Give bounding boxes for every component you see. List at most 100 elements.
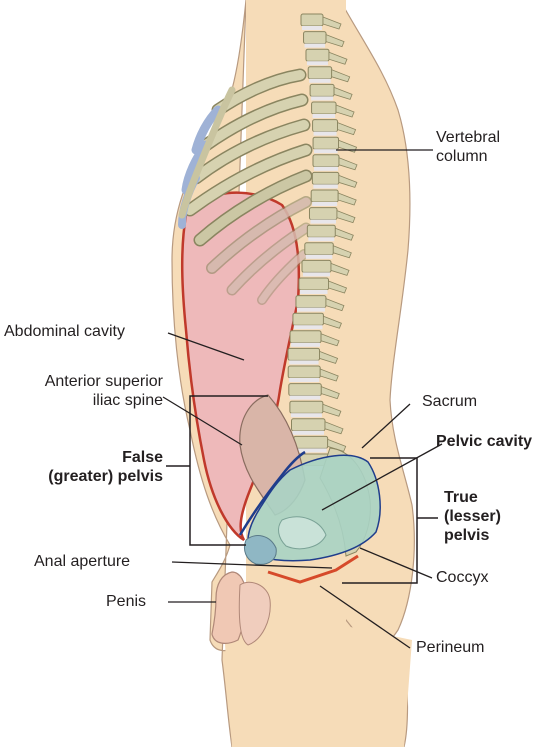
spinous-process	[320, 386, 340, 400]
label-penis: Penis	[106, 593, 147, 610]
label-vertebral-line1: Vertebral	[436, 129, 501, 146]
leader-abdominal	[167, 332, 245, 361]
spinous-process	[320, 333, 340, 347]
label-vertebral-line2: column	[436, 148, 488, 165]
spinous-process	[333, 86, 353, 100]
label-asis-line1: Anterior superior	[44, 373, 163, 390]
thigh	[222, 600, 412, 747]
vertebral-body	[304, 242, 334, 256]
intervertebral-disc	[312, 114, 336, 118]
spinous-process	[328, 51, 348, 65]
leader-asis	[162, 396, 243, 446]
spinous-process	[338, 139, 358, 153]
sternum	[178, 86, 236, 219]
intervertebral-disc	[312, 202, 338, 206]
spinous-process	[337, 192, 357, 206]
intervertebral-disc	[300, 290, 328, 294]
label-asis-line2: iliac spine	[92, 392, 163, 409]
false-pelvis-bracket	[166, 395, 268, 546]
leader-perineum	[319, 585, 411, 649]
spinous-process	[327, 438, 347, 452]
intervertebral-disc	[310, 219, 336, 224]
label-false-pelvis: False (greater) pelvis	[4, 448, 163, 486]
intervertebral-disc	[313, 166, 338, 171]
intervertebral-disc	[305, 254, 333, 259]
intervertebral-disc	[294, 448, 327, 453]
scrotum-shape	[238, 581, 271, 646]
vertebral-body	[303, 31, 327, 45]
spinous-process	[319, 368, 339, 382]
leader-sacrum	[361, 403, 411, 449]
spinous-process	[325, 298, 345, 312]
ischium	[278, 516, 327, 550]
spinous-process	[319, 350, 339, 364]
label-true-line2: (lesser)	[444, 508, 501, 525]
intervertebral-disc	[308, 237, 335, 242]
spinous-process	[334, 227, 354, 241]
vertebral-body	[311, 171, 340, 185]
vertebral-body	[300, 13, 324, 27]
spinous-process	[330, 262, 350, 276]
vertebral-body	[298, 277, 330, 291]
intervertebral-disc	[314, 149, 338, 154]
intervertebral-disc	[304, 43, 326, 48]
vertebral-body	[287, 347, 321, 361]
label-anal-aperture: Anal aperture	[34, 553, 131, 570]
vertebral-body	[312, 136, 340, 150]
intervertebral-disc	[306, 61, 328, 66]
vertebral-body	[308, 207, 338, 221]
leader-coccyx	[359, 547, 433, 579]
spinous-process	[322, 16, 342, 30]
spinous-process	[336, 210, 356, 224]
intervertebral-disc	[313, 184, 338, 189]
spinous-process	[338, 157, 358, 171]
perineum-line	[267, 554, 359, 584]
spinous-process	[324, 421, 344, 435]
intervertebral-disc	[311, 96, 334, 101]
intervertebral-disc	[290, 413, 322, 418]
spinous-process	[323, 315, 342, 329]
label-pelvic-cavity: Pelvic cavity	[436, 433, 533, 450]
spinous-process	[332, 245, 352, 259]
rib-cage	[183, 68, 313, 305]
intervertebral-disc	[302, 272, 330, 277]
spinous-process	[322, 403, 342, 417]
intervertebral-disc	[313, 131, 337, 136]
label-sacrum: Sacrum	[422, 393, 478, 410]
vertebral-body	[311, 101, 337, 115]
spinous-process	[335, 104, 355, 118]
label-true-line1: True	[444, 489, 478, 506]
vertebral-body	[305, 48, 330, 62]
label-false-line2: (greater) pelvis	[48, 468, 163, 485]
vertebral-body	[301, 259, 332, 273]
leader-pelvic-cavity	[321, 443, 443, 511]
label-true-line3: pelvis	[444, 527, 490, 544]
intervertebral-disc	[296, 307, 325, 312]
intervertebral-disc	[289, 395, 321, 400]
true-pelvis-bracket	[342, 457, 438, 584]
label-abdominal-cavity: Abdominal cavity	[4, 323, 125, 340]
pelvic-brim-line	[238, 450, 306, 536]
vertebral-body	[312, 119, 339, 133]
label-coccyx: Coccyx	[436, 569, 489, 586]
vertebral-body	[292, 312, 324, 326]
vertebral-body	[293, 435, 329, 449]
intervertebral-disc	[289, 360, 319, 365]
leader-lines	[162, 149, 443, 649]
vertebral-body	[310, 189, 339, 203]
vertebral-body	[289, 330, 322, 344]
vertebral-body	[291, 418, 326, 432]
intervertebral-disc	[289, 378, 320, 382]
intervertebral-disc	[292, 430, 325, 435]
pubic-bone	[243, 535, 277, 565]
vertebral-body	[307, 66, 333, 80]
vertebral-body	[312, 154, 340, 168]
vertebral-body	[287, 365, 321, 379]
spinous-process	[325, 34, 345, 48]
abdominal-cavity-region	[180, 191, 301, 542]
vertebral-body	[295, 295, 327, 309]
spinous-process	[328, 280, 348, 294]
intervertebral-disc	[302, 26, 322, 30]
label-true-pelvis: True (lesser) pelvis	[444, 488, 501, 545]
